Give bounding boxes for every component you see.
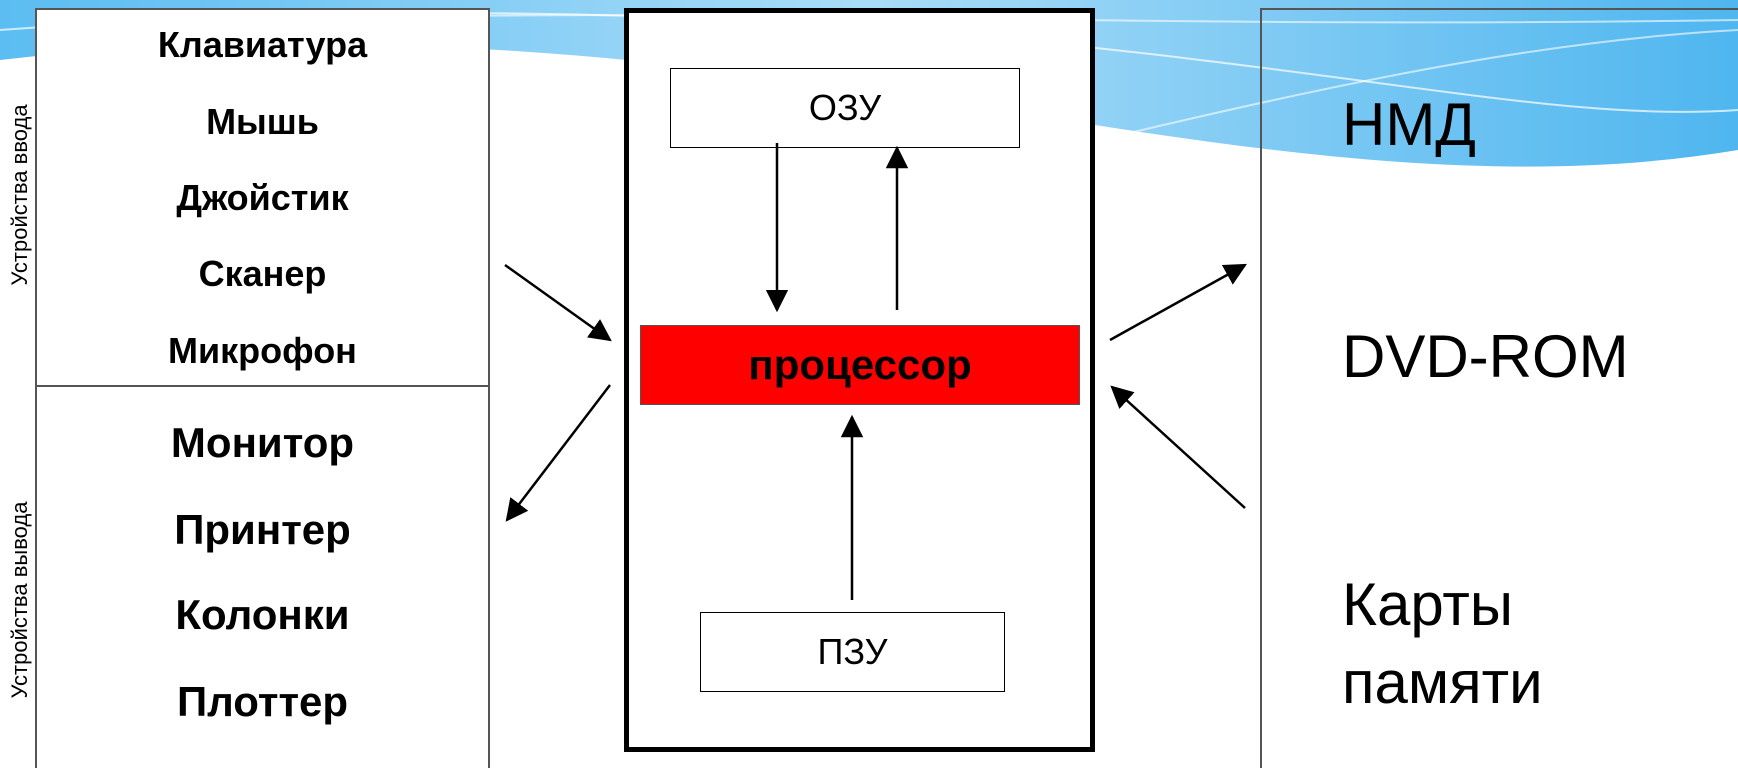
storage-memory-cards-line2: памяти bbox=[1342, 649, 1543, 716]
input-device-microphone: Микрофон bbox=[168, 330, 357, 371]
output-device-plotter: Плоттер bbox=[176, 678, 349, 725]
output-device-speakers: Колонки bbox=[175, 591, 350, 638]
input-device-keyboard: Клавиатура bbox=[157, 24, 368, 65]
storage-panel bbox=[1260, 8, 1738, 768]
cpu-box: процессор bbox=[640, 325, 1080, 405]
input-device-scanner: Сканер bbox=[198, 253, 327, 294]
output-device-monitor: Монитор bbox=[170, 419, 355, 466]
storage-hdd: НМД bbox=[1342, 91, 1476, 158]
input-device-mouse: Мышь bbox=[206, 101, 319, 142]
storage-memory-cards-line1: Карты bbox=[1342, 571, 1513, 638]
output-devices-label: Устройства вывода bbox=[7, 501, 32, 699]
input-devices-label: Устройства ввода bbox=[7, 104, 32, 286]
left-devices-panel bbox=[35, 8, 490, 768]
output-device-printer: Принтер bbox=[174, 506, 351, 553]
input-output-divider bbox=[35, 385, 490, 387]
ram-box: ОЗУ bbox=[670, 68, 1020, 148]
input-device-joystick: Джойстик bbox=[176, 177, 349, 218]
storage-dvd-rom: DVD-ROM bbox=[1342, 323, 1629, 390]
rom-box: ПЗУ bbox=[700, 612, 1005, 692]
